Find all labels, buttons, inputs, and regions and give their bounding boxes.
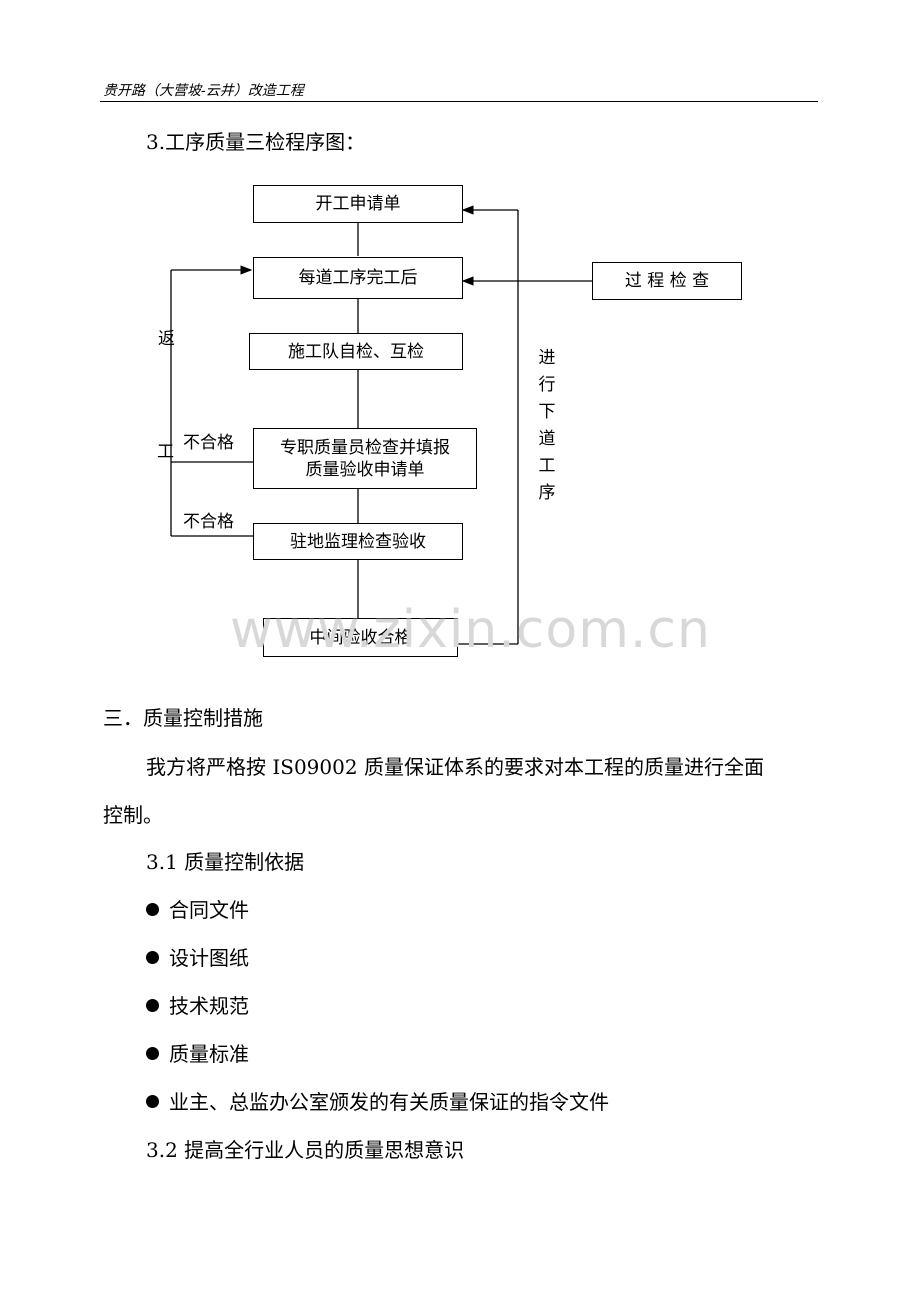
next-char: 下: [538, 402, 556, 422]
part3-title: 三．质量控制措施: [103, 706, 263, 730]
bullet-item: 合同文件: [146, 898, 249, 922]
next-char: 工: [538, 456, 556, 476]
next-char: 行: [538, 375, 556, 395]
box-self-check: 施工队自检、互检: [249, 333, 463, 370]
header-rule: [100, 101, 818, 102]
header-title: 贵开路（大营坡-云井）改造工程: [103, 83, 304, 99]
box-inspector-line2: 质量验收申请单: [305, 459, 425, 480]
bullet-text: 业主、总监办公室颁发的有关质量保证的指令文件: [169, 1090, 609, 1114]
box-self-check-label: 施工队自检、互检: [288, 341, 424, 362]
box-process-check-label: 过 程 检 查: [624, 271, 710, 291]
bullet-dot-icon: [146, 951, 159, 964]
rework-label-2: 工: [157, 442, 174, 462]
fail-label-2: 不合格: [183, 512, 234, 532]
bullet-item: 业主、总监办公室颁发的有关质量保证的指令文件: [146, 1090, 609, 1114]
bullet-item: 质量标准: [146, 1042, 249, 1066]
s31-title: 3.1 质量控制依据: [146, 850, 305, 874]
intro-line-2: 控制。: [103, 803, 163, 827]
box-start: 开工申请单: [253, 185, 463, 223]
section-heading: 3.工序质量三检程序图：: [146, 130, 366, 154]
bullet-item: 设计图纸: [146, 946, 249, 970]
s32-title: 3.2 提高全行业人员的质量思想意识: [146, 1138, 465, 1162]
next-char: 进: [538, 348, 556, 368]
bullet-dot-icon: [146, 1095, 159, 1108]
intro-line-1: 我方将严格按 IS09002 质量保证体系的要求对本工程的质量进行全面: [146, 755, 764, 779]
next-process-label: 进 行 下 道 工 序: [537, 345, 557, 507]
bullet-item: 技术规范: [146, 994, 249, 1018]
rework-label-1: 返: [158, 329, 175, 349]
box-inspector: 专职质量员检查并填报 质量验收申请单: [253, 428, 477, 489]
box-each-process-label: 每道工序完工后: [298, 268, 418, 288]
bullet-text: 质量标准: [169, 1042, 249, 1066]
next-char: 道: [538, 429, 556, 449]
box-each-process: 每道工序完工后: [253, 257, 463, 299]
box-process-check: 过 程 检 查: [592, 262, 742, 300]
box-pass: 中间验收合格: [263, 618, 458, 657]
bullet-text: 设计图纸: [169, 946, 249, 970]
box-supervision-label: 驻地监理检查验收: [290, 531, 426, 552]
flowchart-connectors: [170, 205, 592, 645]
bullet-text: 技术规范: [169, 994, 249, 1018]
bullet-dot-icon: [146, 999, 159, 1012]
bullet-dot-icon: [146, 1047, 159, 1060]
bullet-text: 合同文件: [169, 898, 249, 922]
bullet-dot-icon: [146, 903, 159, 916]
box-start-label: 开工申请单: [315, 194, 401, 214]
box-supervision: 驻地监理检查验收: [253, 523, 463, 560]
fail-label-1: 不合格: [183, 433, 234, 453]
next-char: 序: [538, 483, 556, 503]
box-pass-label: 中间验收合格: [309, 627, 412, 648]
watermark: www.zixin.com.cn: [230, 600, 711, 660]
box-inspector-line1: 专职质量员检查并填报: [280, 437, 450, 458]
